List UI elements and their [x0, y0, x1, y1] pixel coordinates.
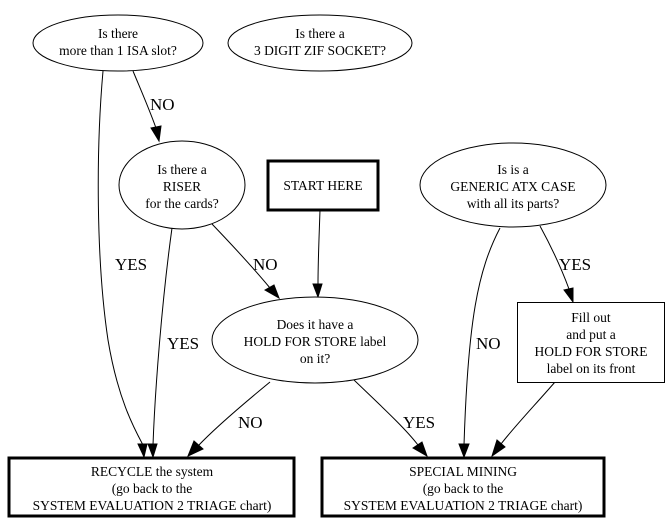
node-text-line: Fill out [571, 310, 611, 325]
node-text-line: and put a [566, 327, 616, 342]
decision-zif-socket: Is there a 3 DIGIT ZIF SOCKET? [227, 14, 413, 72]
node-text-line: for the cards? [145, 196, 218, 211]
edge-atx-fill [539, 225, 570, 290]
node-text-line: HOLD FOR STORE label [244, 334, 387, 349]
node-text-line: RECYCLE the system [91, 464, 214, 479]
node-text-line: GENERIC ATX CASE [450, 179, 575, 194]
node-text-line: SYSTEM EVALUATION 2 TRIAGE chart) [33, 498, 272, 513]
node-text-line: Is is a [497, 162, 529, 177]
arrowhead-start-hold [312, 283, 323, 299]
decision-isa-slot: Is there more than 1 ISA slot? [32, 14, 204, 72]
decision-generic-atx-case: Is is a GENERIC ATX CASE with all its pa… [419, 142, 607, 228]
node-text-line: HOLD FOR STORE [534, 344, 647, 359]
node-text-line: (go back to the [112, 481, 193, 496]
decision-hold-for-store-label: Does it have a HOLD FOR STORE label on i… [211, 296, 419, 384]
edge-fill-mining [500, 381, 556, 445]
node-text-line: 3 DIGIT ZIF SOCKET? [254, 43, 386, 58]
node-text-line: Is there a [295, 26, 344, 41]
edge-label-hold-recycle: NO [238, 413, 263, 432]
ellipse-shape [419, 142, 607, 228]
node-text-line: START HERE [283, 178, 362, 193]
ellipse-shape [32, 14, 204, 72]
edge-label-hold-mining: YES [403, 413, 435, 432]
node-text-line: (go back to the [423, 481, 504, 496]
edge-isa-riser [132, 70, 157, 129]
ellipse-shape [211, 296, 419, 384]
node-text-line: SPECIAL MINING [409, 464, 517, 479]
box-shape [517, 302, 665, 383]
arrowhead-hold-mining [412, 441, 428, 458]
arrowhead-riser-recycle [147, 443, 158, 459]
box-shape [266, 159, 380, 212]
edge-label-isa-recycle: YES [115, 255, 147, 274]
node-text-line: on it? [300, 351, 330, 366]
terminal-special-mining: SPECIAL MINING (go back to the SYSTEM EV… [320, 456, 606, 518]
node-text-line: Is there [98, 26, 138, 41]
action-fill-out-label: Fill out and put a HOLD FOR STORE label … [517, 302, 665, 383]
node-text-line: Is there a [157, 162, 206, 177]
edge-riser-hold [211, 223, 271, 289]
box-shape [7, 456, 296, 518]
edge-hold-recycle [197, 381, 271, 447]
terminal-recycle: RECYCLE the system (go back to the SYSTE… [7, 456, 296, 518]
edge-label-isa-riser: NO [150, 95, 175, 114]
arrowhead-fill-mining [491, 439, 506, 458]
edge-start-hold [317, 209, 321, 285]
edge-hold-mining [353, 379, 419, 446]
arrowhead-isa-recycle [137, 443, 148, 459]
arrowhead-atx-fill [563, 287, 574, 304]
edge-label-riser-recycle: YES [167, 334, 199, 353]
node-text-line: Does it have a [277, 317, 354, 332]
edge-label-atx-mining: NO [476, 334, 501, 353]
edge-label-riser-hold: NO [253, 255, 278, 274]
edge-atx-mining [463, 227, 501, 446]
edge-isa-recycle [97, 70, 144, 446]
node-text-line: more than 1 ISA slot? [59, 43, 177, 58]
ellipse-shape [118, 140, 246, 230]
start-here-box: START HERE [266, 159, 380, 212]
box-shape [320, 456, 606, 518]
edge-riser-recycle [152, 227, 173, 446]
decision-riser: Is there a RISER for the cards? [118, 140, 246, 230]
arrowhead-isa-riser [150, 125, 162, 143]
arrowhead-hold-recycle [187, 440, 204, 457]
arrowhead-atx-mining [458, 443, 470, 459]
node-text-line: RISER [163, 179, 201, 194]
node-text-line: label on its front [547, 361, 636, 376]
edge-label-atx-fill: YES [559, 255, 591, 274]
node-text-line: with all its parts? [467, 196, 560, 211]
ellipse-shape [227, 14, 413, 72]
arrowhead-riser-hold [263, 284, 280, 300]
node-text-line: SYSTEM EVALUATION 2 TRIAGE chart) [344, 498, 583, 513]
